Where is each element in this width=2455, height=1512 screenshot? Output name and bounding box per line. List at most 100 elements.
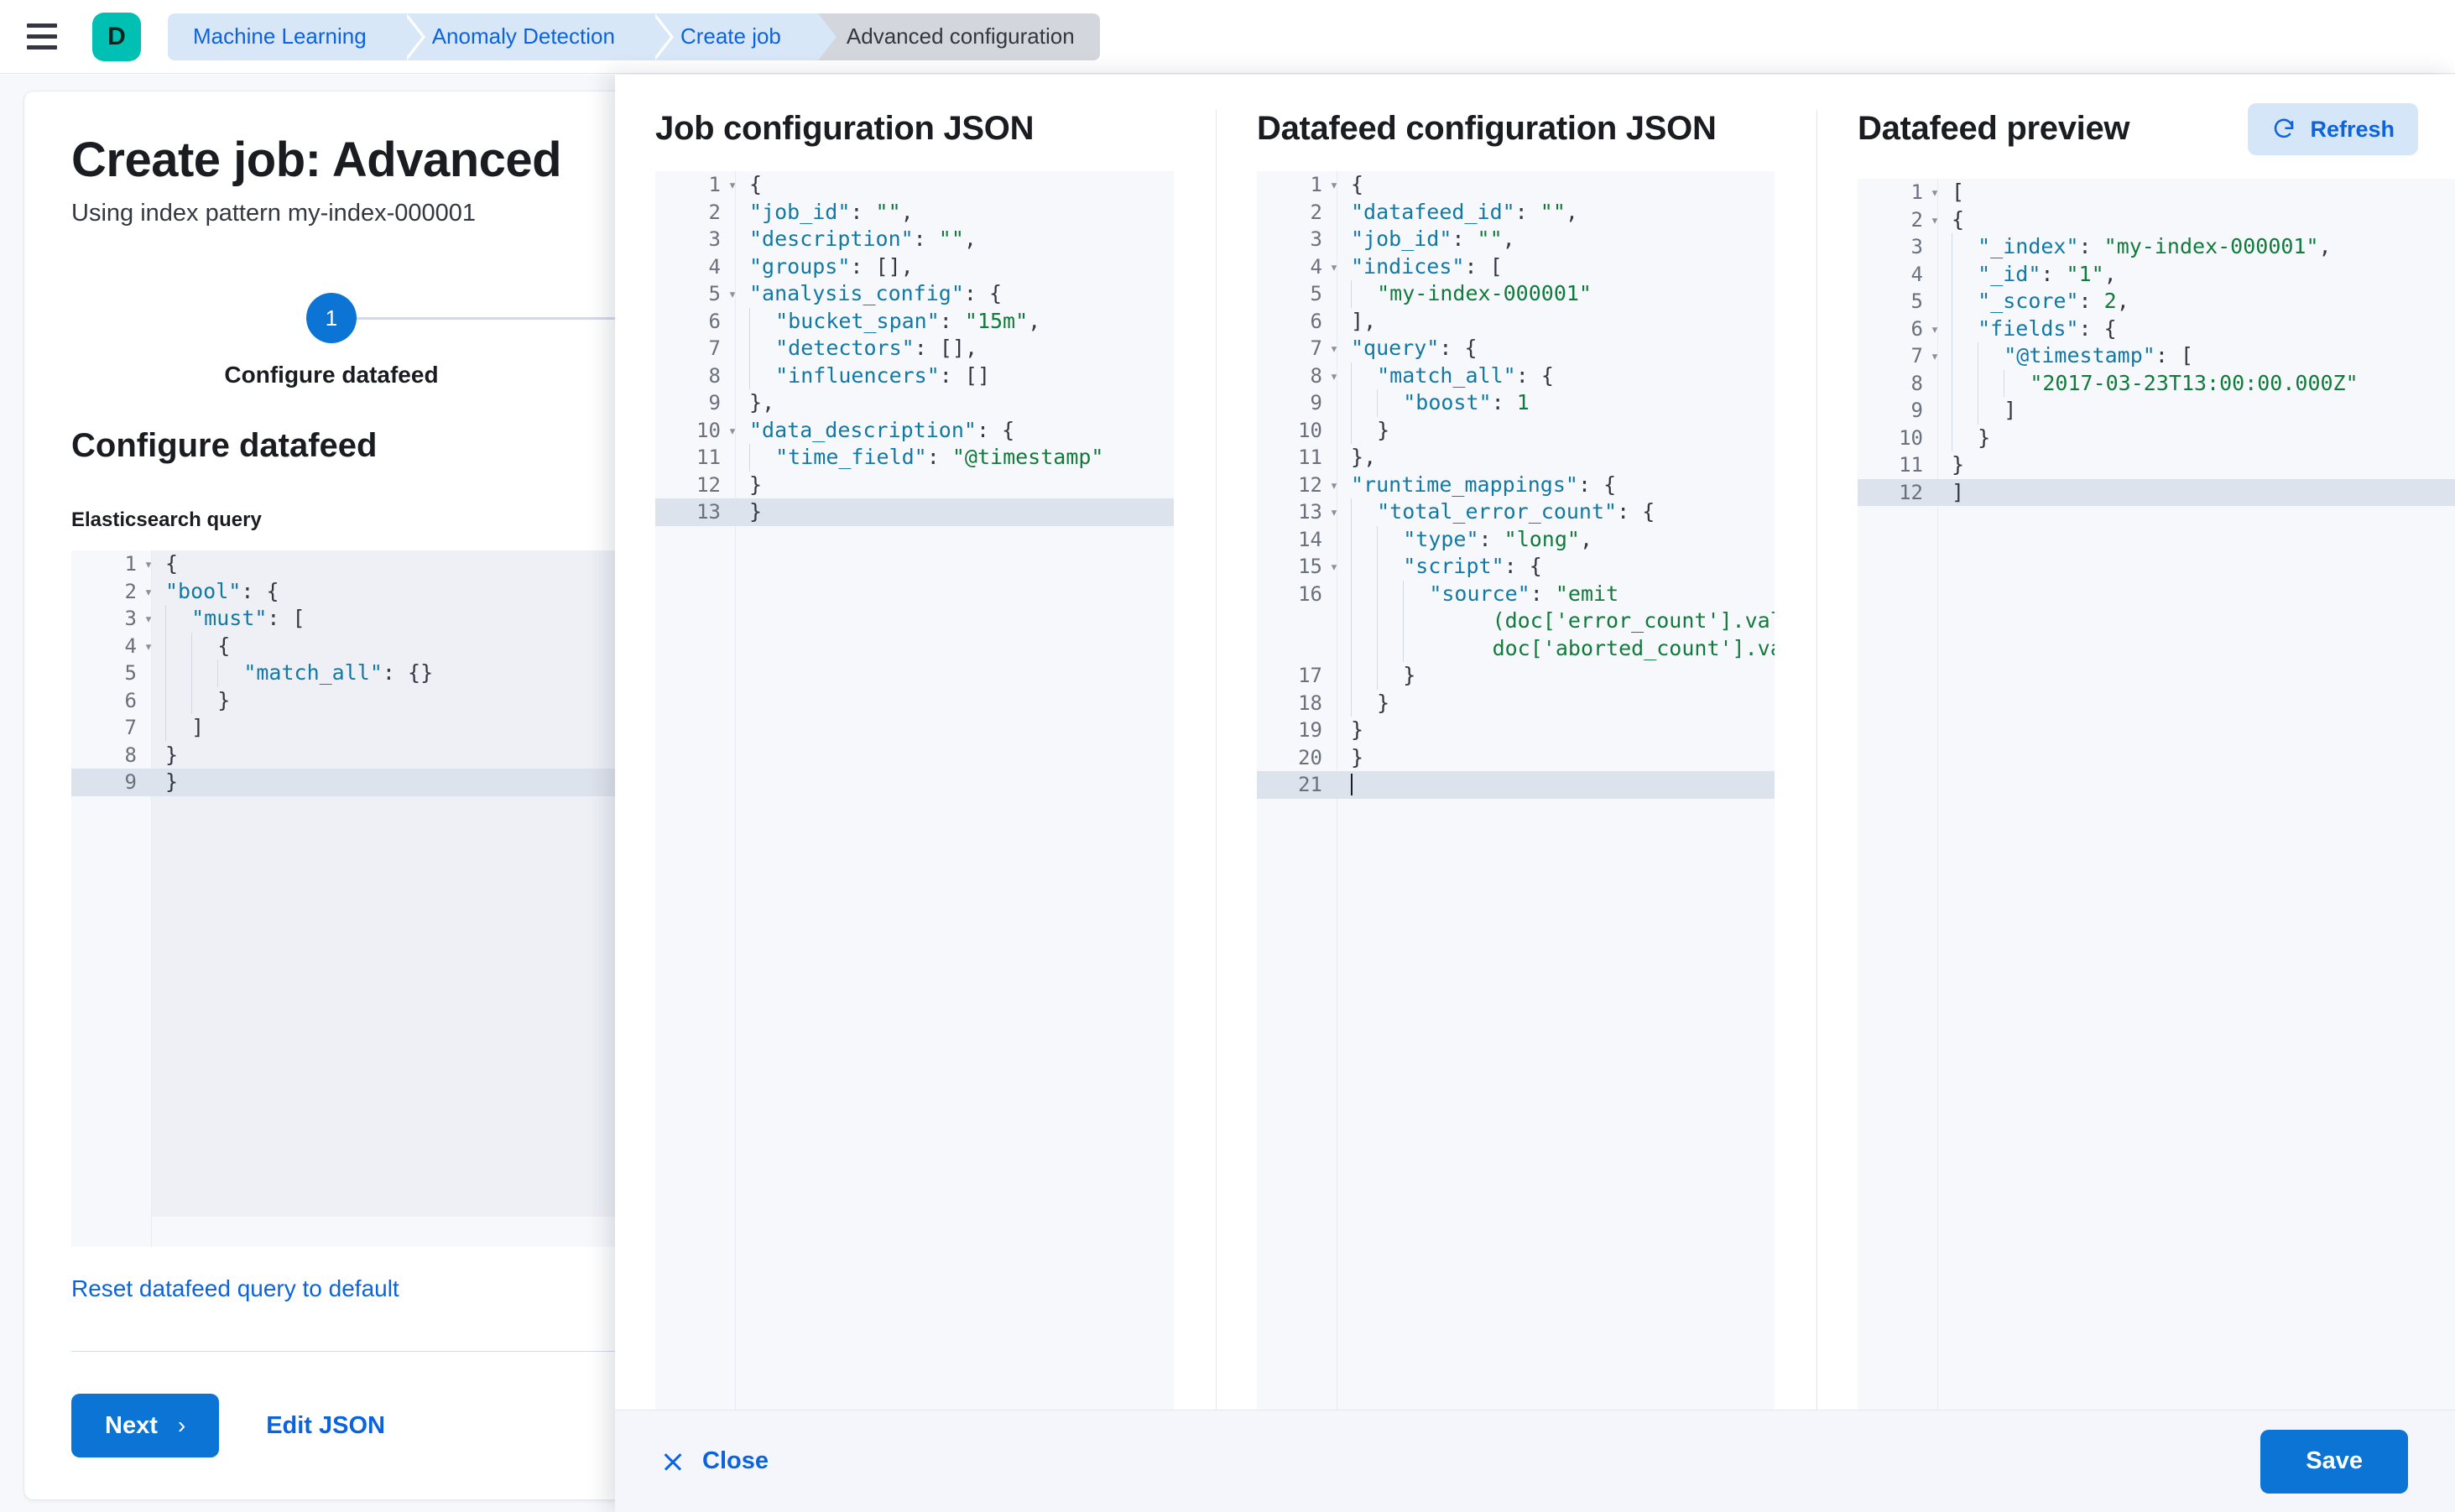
datafeed-preview-json-editor[interactable]: 1▾[2▾{3 "_index": "my-index-000001",4 "_… <box>1858 179 2455 1410</box>
editor-line: 19} <box>1257 717 1775 744</box>
editor-line-number: 2 <box>124 579 137 603</box>
hamburger-bar <box>27 45 57 50</box>
editor-line: 2▾"bool": { <box>71 578 1137 606</box>
editor-line-number: 7 <box>124 716 137 739</box>
fold-toggle-icon[interactable]: ▾ <box>1329 341 1339 357</box>
fold-toggle-icon[interactable]: ▾ <box>1930 348 1940 365</box>
editor-line-code: "runtime_mappings": { <box>1351 472 1617 497</box>
breadcrumb-item-machine-learning[interactable]: Machine Learning <box>168 13 425 60</box>
save-button[interactable]: Save <box>2260 1429 2408 1494</box>
editor-line-number: 12 <box>1899 480 1923 504</box>
editor-line-code: "detectors": [], <box>749 335 977 362</box>
fold-toggle-icon[interactable]: ▾ <box>1329 477 1339 494</box>
hamburger-menu-icon[interactable] <box>27 18 65 56</box>
fold-toggle-icon[interactable]: ▾ <box>727 177 738 194</box>
editor-line: 12▾"runtime_mappings": { <box>1257 472 1775 499</box>
flyout-footer: Close Save <box>615 1410 2455 1512</box>
editor-line-code: ] <box>1952 479 1965 504</box>
chevron-right-icon: › <box>177 1412 186 1438</box>
editor-line-code: "influencers": [] <box>749 362 990 389</box>
job-configuration-json-editor[interactable]: 1▾{2"job_id": "",3"description": "",4"gr… <box>655 171 1174 1410</box>
stepper-step-1[interactable]: 1 <box>306 293 357 343</box>
fold-toggle-icon[interactable]: ▾ <box>143 583 154 601</box>
editor-line-number: 6 <box>124 688 137 712</box>
editor-line-code: } <box>1952 424 1990 451</box>
editor-line-code: "fields": { <box>1952 315 2117 342</box>
fold-toggle-icon[interactable]: ▾ <box>727 286 738 303</box>
fold-toggle-icon[interactable]: ▾ <box>143 638 154 655</box>
datafeed-configuration-column: Datafeed configuration JSON 1▾{2"datafee… <box>1216 110 1816 1410</box>
datafeed-configuration-title: Datafeed configuration JSON <box>1257 110 1717 147</box>
refresh-button[interactable]: Refresh <box>2248 103 2418 155</box>
editor-line-number: 2 <box>708 200 721 224</box>
editor-line: 4"groups": [], <box>655 253 1174 281</box>
fold-toggle-icon[interactable]: ▾ <box>727 422 738 440</box>
editor-line: 7 ] <box>71 714 1137 742</box>
fold-toggle-icon[interactable]: ▾ <box>1329 177 1339 194</box>
editor-line: 3"description": "", <box>655 226 1174 253</box>
editor-line-number: 9 <box>1910 399 1923 422</box>
elasticsearch-query-label: Elasticsearch query <box>71 508 262 531</box>
fold-toggle-icon[interactable]: ▾ <box>1930 185 1940 201</box>
edit-json-button[interactable]: Edit JSON <box>266 1411 385 1439</box>
editor-line: 7 "detectors": [], <box>655 335 1174 362</box>
editor-line-number: 7 <box>708 336 721 360</box>
hamburger-bar <box>27 34 57 39</box>
editor-line-number: 15 <box>1298 555 1322 578</box>
editor-line-number: 6 <box>1910 316 1923 341</box>
editor-line-code: [ <box>1952 180 1965 204</box>
fold-toggle-icon[interactable]: ▾ <box>143 556 154 573</box>
editor-line-number: 3 <box>1310 227 1322 251</box>
editor-line-number: 18 <box>1298 691 1322 715</box>
breadcrumb-item-create-job[interactable]: Create job <box>651 13 840 60</box>
editor-line-code: "2017-03-23T13:00:00.000Z" <box>1952 369 2359 397</box>
editor-line-code: "indices": [ <box>1351 253 1503 279</box>
editor-line-continuation: doc['aborted_count'].value)" <box>1257 634 1775 662</box>
fold-toggle-icon[interactable]: ▾ <box>1329 504 1339 521</box>
page-subtitle: Using index pattern my-index-000001 <box>71 200 476 227</box>
fold-toggle-icon[interactable]: ▾ <box>143 611 154 628</box>
editor-line-code <box>1351 771 1353 799</box>
editor-line-number: 7 <box>1910 344 1923 368</box>
editor-line-number: 2 <box>1910 207 1923 232</box>
editor-rows: 1▾{2"job_id": "",3"description": "",4"gr… <box>655 171 1174 526</box>
editor-line-number: 13 <box>696 500 721 524</box>
datafeed-configuration-json-editor[interactable]: 1▾{2"datafeed_id": "",3"job_id": "",4▾"i… <box>1257 171 1775 1410</box>
editor-line-code: }, <box>749 390 775 414</box>
fold-toggle-icon[interactable]: ▾ <box>1329 559 1339 576</box>
next-button[interactable]: Next › <box>71 1394 220 1457</box>
editor-background <box>655 171 1174 1410</box>
editor-line: 6 ▾ "fields": { <box>1858 315 2455 342</box>
deployment-logo-badge[interactable]: D <box>92 12 141 61</box>
fold-toggle-icon[interactable]: ▾ <box>1329 368 1339 385</box>
editor-line-code: { <box>165 632 230 660</box>
reset-datafeed-query-link[interactable]: Reset datafeed query to default <box>71 1275 399 1301</box>
editor-line-code: "total_error_count": { <box>1351 498 1655 526</box>
editor-line-code: "job_id": "", <box>1351 227 1515 251</box>
editor-line-number: 6 <box>1310 309 1322 333</box>
close-button[interactable]: Close <box>662 1447 769 1475</box>
editor-line: 1▾{ <box>71 550 1137 578</box>
editor-rows: 1▾{2"datafeed_id": "",3"job_id": "",4▾"i… <box>1257 171 1775 799</box>
editor-line-code: "_id": "1", <box>1952 260 2117 288</box>
editor-line: 11}, <box>1257 444 1775 472</box>
fold-toggle-icon[interactable]: ▾ <box>1930 211 1940 229</box>
editor-gutter-divider <box>151 550 152 1247</box>
editor-line: 18 } <box>1257 689 1775 717</box>
editor-line-code: } <box>749 499 763 524</box>
fold-toggle-icon[interactable]: ▾ <box>1930 321 1940 338</box>
fold-toggle-icon[interactable]: ▾ <box>1329 258 1339 276</box>
editor-line-number: 11 <box>1899 453 1923 477</box>
editor-line-code: doc['aborted_count'].value)" <box>1351 634 1775 662</box>
editor-line-number: 5 <box>1310 282 1322 305</box>
editor-background <box>1858 179 2455 1410</box>
editor-line-number: 11 <box>696 446 721 469</box>
page-title: Create job: Advanced <box>71 133 562 187</box>
editor-line-code: "match_all": {} <box>165 660 433 687</box>
editor-line-code: } <box>1351 689 1389 717</box>
editor-line-code: "@timestamp": [ <box>1952 342 2193 370</box>
editor-line-code: { <box>1952 206 1965 232</box>
editor-line-code: "data_description": { <box>749 417 1015 442</box>
editor-line-code: } <box>1351 717 1364 742</box>
breadcrumb-item-anomaly-detection[interactable]: Anomaly Detection <box>403 13 675 60</box>
